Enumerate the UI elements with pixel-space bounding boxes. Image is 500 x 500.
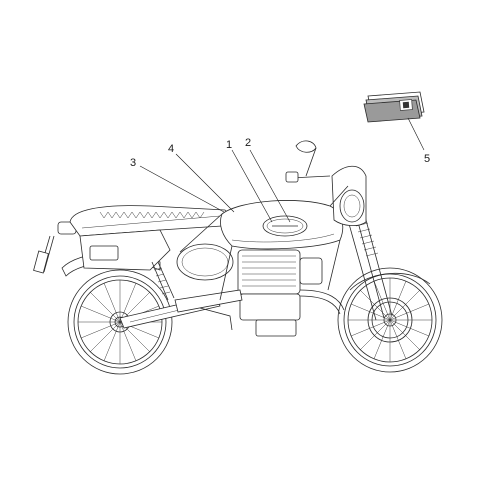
front-fender: [349, 273, 431, 291]
callout-label-1: 1: [226, 139, 232, 151]
engine: [237, 249, 345, 337]
rear-shock: [151, 261, 175, 301]
leader-2: [249, 149, 291, 223]
motorcycle-icon: [33, 140, 443, 375]
leader-3: [139, 165, 225, 213]
callout-labels: 1 2 3 4 5: [130, 137, 430, 169]
front-wheel: [337, 267, 443, 373]
callout-label-3: 3: [130, 157, 136, 169]
leader-1: [231, 149, 273, 223]
tank-logo-badge-icon: [262, 215, 308, 237]
rear-wheel: [67, 269, 173, 375]
leader-lines: [139, 117, 425, 223]
decal-sheet-booklet-icon: [363, 91, 425, 123]
callout-label-4: 4: [168, 143, 174, 155]
exhaust-pipe: [174, 289, 243, 313]
headlight: [331, 165, 367, 226]
frame: [179, 185, 349, 301]
callout-label-5: 5: [424, 153, 430, 165]
leader-5: [407, 117, 425, 151]
leader-4: [175, 153, 235, 213]
handlebar: [285, 140, 331, 183]
tail-light: [33, 221, 77, 274]
side-oval-panel: [176, 243, 234, 281]
callout-label-2: 2: [245, 137, 251, 149]
